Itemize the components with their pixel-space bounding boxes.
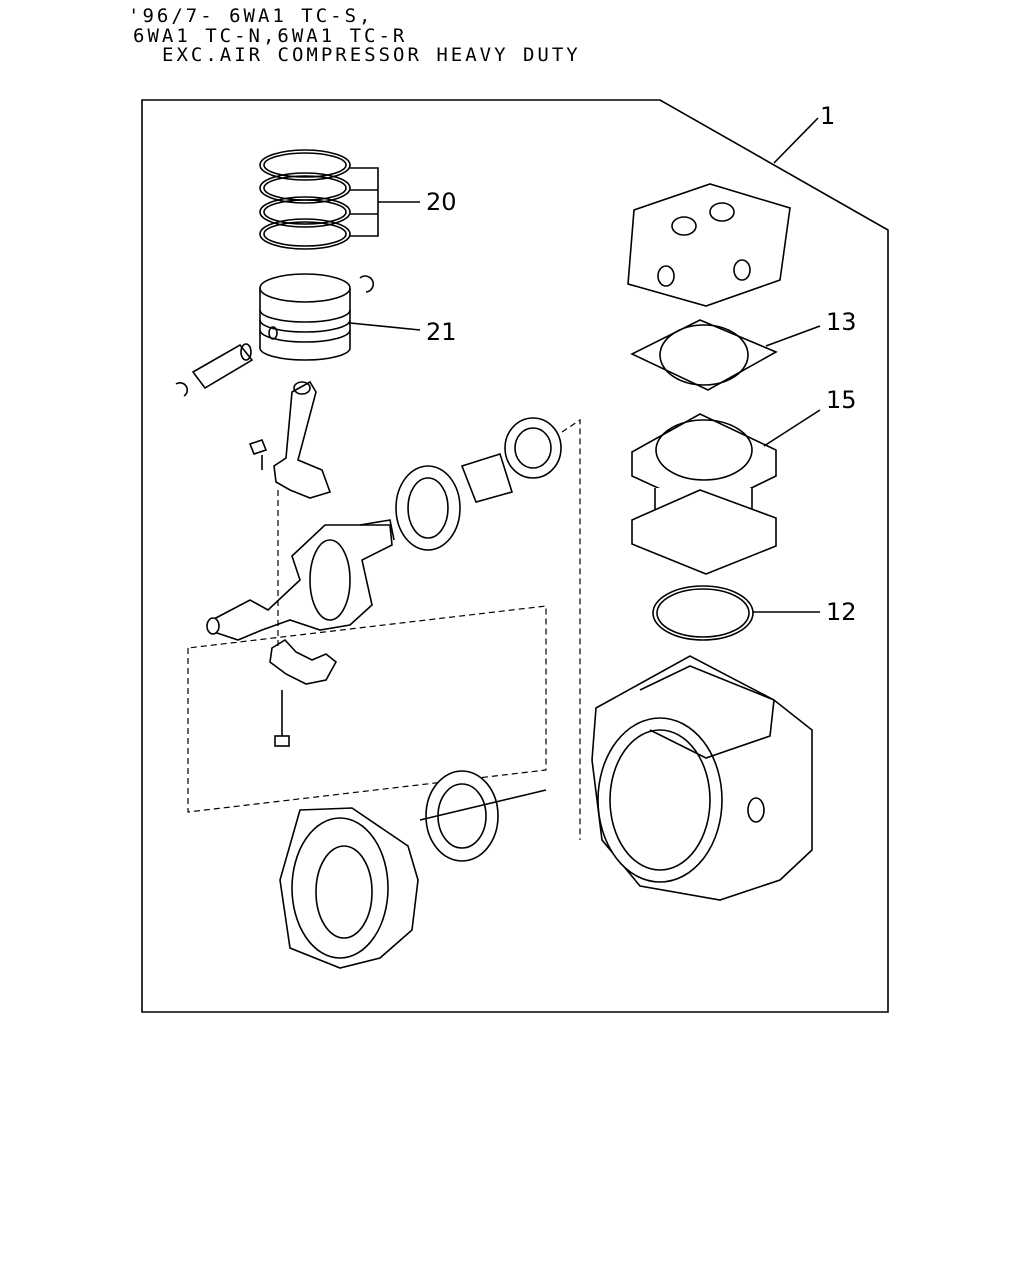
diagram-frame — [141, 99, 889, 1013]
crankcase — [591, 655, 813, 901]
callout-label-13: 13 — [826, 308, 857, 336]
header-line-1: '96/7- 6WA1 TC-S, — [128, 5, 374, 27]
header-line-3: EXC.AIR COMPRESSOR HEAVY DUTY — [162, 44, 581, 66]
callout-label-15: 15 — [826, 386, 857, 414]
piston-rings — [259, 149, 420, 250]
piston-pin — [175, 343, 254, 397]
rod-cap-and-bolt — [269, 638, 338, 747]
callout-label-20: 20 — [426, 188, 457, 216]
callout-label-1: 1 — [820, 102, 835, 130]
crankshaft — [206, 519, 395, 641]
guide-lines-left — [187, 490, 547, 813]
header-line-2: 6WA1 TC-N,6WA1 TC-R — [133, 25, 408, 47]
crank-bearings — [395, 417, 581, 840]
connecting-rod — [248, 380, 332, 499]
callout-label-21: 21 — [426, 318, 457, 346]
callout-label-12: 12 — [826, 598, 857, 626]
cylinder — [631, 409, 821, 575]
end-cover — [279, 770, 547, 969]
head-gasket — [630, 319, 821, 391]
callout-line-1 — [773, 117, 819, 164]
o-ring — [652, 585, 820, 641]
piston — [259, 273, 421, 361]
cylinder-head — [627, 183, 791, 307]
